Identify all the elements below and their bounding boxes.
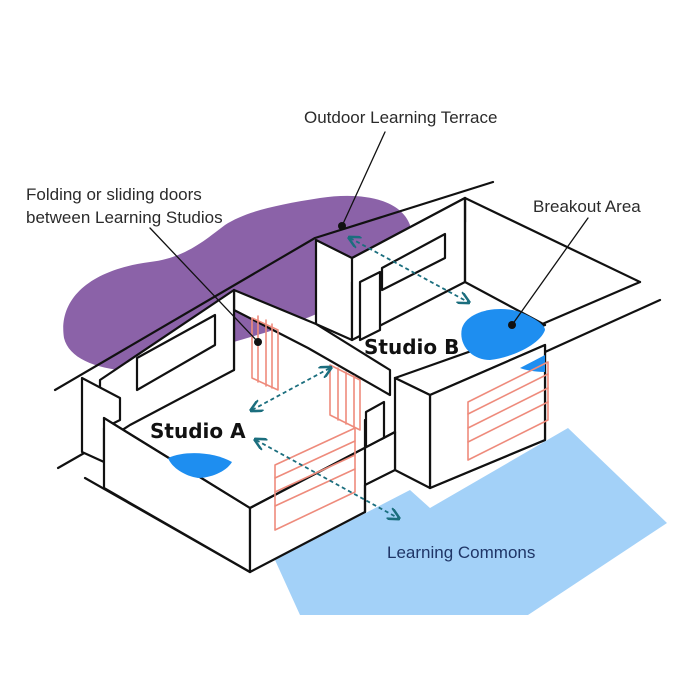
leader-dot-doors [254, 338, 262, 346]
outline-rear-wall [53, 180, 495, 392]
arrow-studio-a-to-commons [256, 440, 398, 518]
leader-breakout [511, 217, 589, 326]
studio-b-door-frame [358, 270, 382, 342]
outline-right-lines-2 [538, 280, 662, 354]
label-folding-doors-line1: Folding or sliding doors [26, 185, 202, 204]
label-learning-commons: Learning Commons [387, 543, 535, 562]
label-studio-b: Studio B [364, 335, 459, 359]
arrow-terrace-to-breakout [350, 238, 468, 302]
learning-commons-area [275, 428, 667, 615]
outline-right-lines [463, 196, 642, 284]
leader-dot-breakout [508, 321, 516, 329]
breakout-area-small [520, 355, 545, 372]
label-breakout-area: Breakout Area [533, 197, 641, 216]
leader-outdoor-terrace [341, 131, 386, 227]
studio-a-window [135, 313, 217, 392]
folding-doors-studio-b-front [467, 361, 549, 461]
leader-folding-doors [149, 227, 259, 343]
label-folding-doors-line2: between Learning Studios [26, 208, 223, 227]
label-outdoor-terrace: Outdoor Learning Terrace [304, 108, 497, 127]
label-studio-a: Studio A [150, 419, 246, 443]
breakout-area-studio-a [168, 453, 232, 478]
studio-b-side-face [393, 376, 432, 490]
breakout-area-studio-b [461, 308, 545, 360]
arrow-between-studios [252, 368, 330, 410]
leader-dot-terrace [338, 222, 346, 230]
